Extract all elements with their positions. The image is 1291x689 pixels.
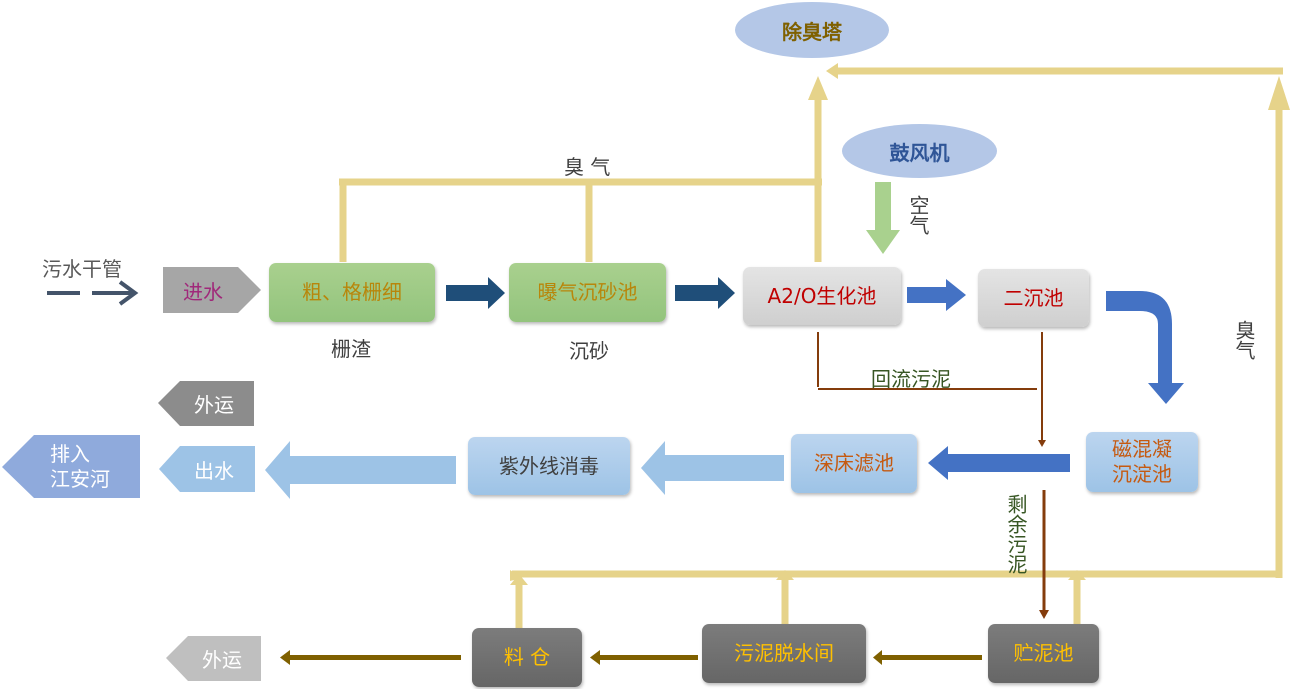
outlet-shape: [159, 446, 255, 492]
dewatering-box: 污泥脱水间: [702, 624, 866, 683]
magnetic-coagulation-box: 磁混凝 沉淀池: [1086, 432, 1198, 492]
odor-top-label: 臭 气: [564, 155, 611, 179]
grit-chamber-box: 曝气沉砂池: [509, 263, 666, 322]
arrowhead-right-up: [1268, 76, 1290, 110]
process-arrows-navy: [446, 277, 735, 309]
odor-right-label: 臭气: [1232, 320, 1256, 360]
export-bottom-shape: [166, 636, 261, 681]
excess-sludge-label: 剩余污泥: [1004, 494, 1028, 574]
curved-arrow-to-magnetic: [1106, 291, 1184, 404]
deep-bed-filter-box: 深床滤池: [791, 434, 917, 493]
sludge-arrows: [280, 650, 982, 665]
discharge-label: 排入 江安河: [50, 441, 110, 491]
secondary-clarifier-box: 二沉池: [978, 269, 1089, 327]
odor-gas-lines: [339, 67, 1283, 628]
a2o-tank-box: A2/O生化池: [743, 267, 901, 325]
uv-disinfection-box: 紫外线消毒: [468, 437, 630, 495]
inlet-label: 进水: [183, 279, 223, 304]
screen-box: 粗、格栅细: [269, 263, 435, 322]
sewer-arrow: [47, 280, 139, 306]
sludge-tank-box: 贮泥池: [988, 624, 1099, 683]
process-arrows-blue: [907, 279, 1184, 480]
air-arrow: [866, 182, 900, 254]
grit-label: 沉砂: [569, 339, 609, 363]
process-arrows-light-blue: [265, 441, 784, 499]
return-sludge-label: 回流污泥: [871, 367, 951, 391]
sewer-label: 污水干管: [42, 257, 122, 281]
screenings-label: 栅渣: [331, 337, 371, 361]
silo-box: 料 仓: [472, 628, 582, 687]
export-top-label: 外运: [194, 393, 234, 417]
arrowhead-top-left: [826, 63, 838, 79]
export-top-shape: [158, 381, 254, 426]
odor-tower: 除臭塔: [735, 2, 889, 58]
air-label: 空气: [906, 195, 930, 235]
return-sludge-line: [817, 332, 1043, 440]
inlet-shape: [163, 267, 261, 313]
export-bottom-label: 外运: [202, 648, 242, 672]
arrowhead-to-tower: [808, 76, 828, 100]
outlet-label: 出水: [194, 458, 234, 483]
odor-arrowheads: [510, 63, 1290, 585]
discharge-shape: [2, 435, 140, 498]
blower: 鼓风机: [842, 124, 997, 178]
